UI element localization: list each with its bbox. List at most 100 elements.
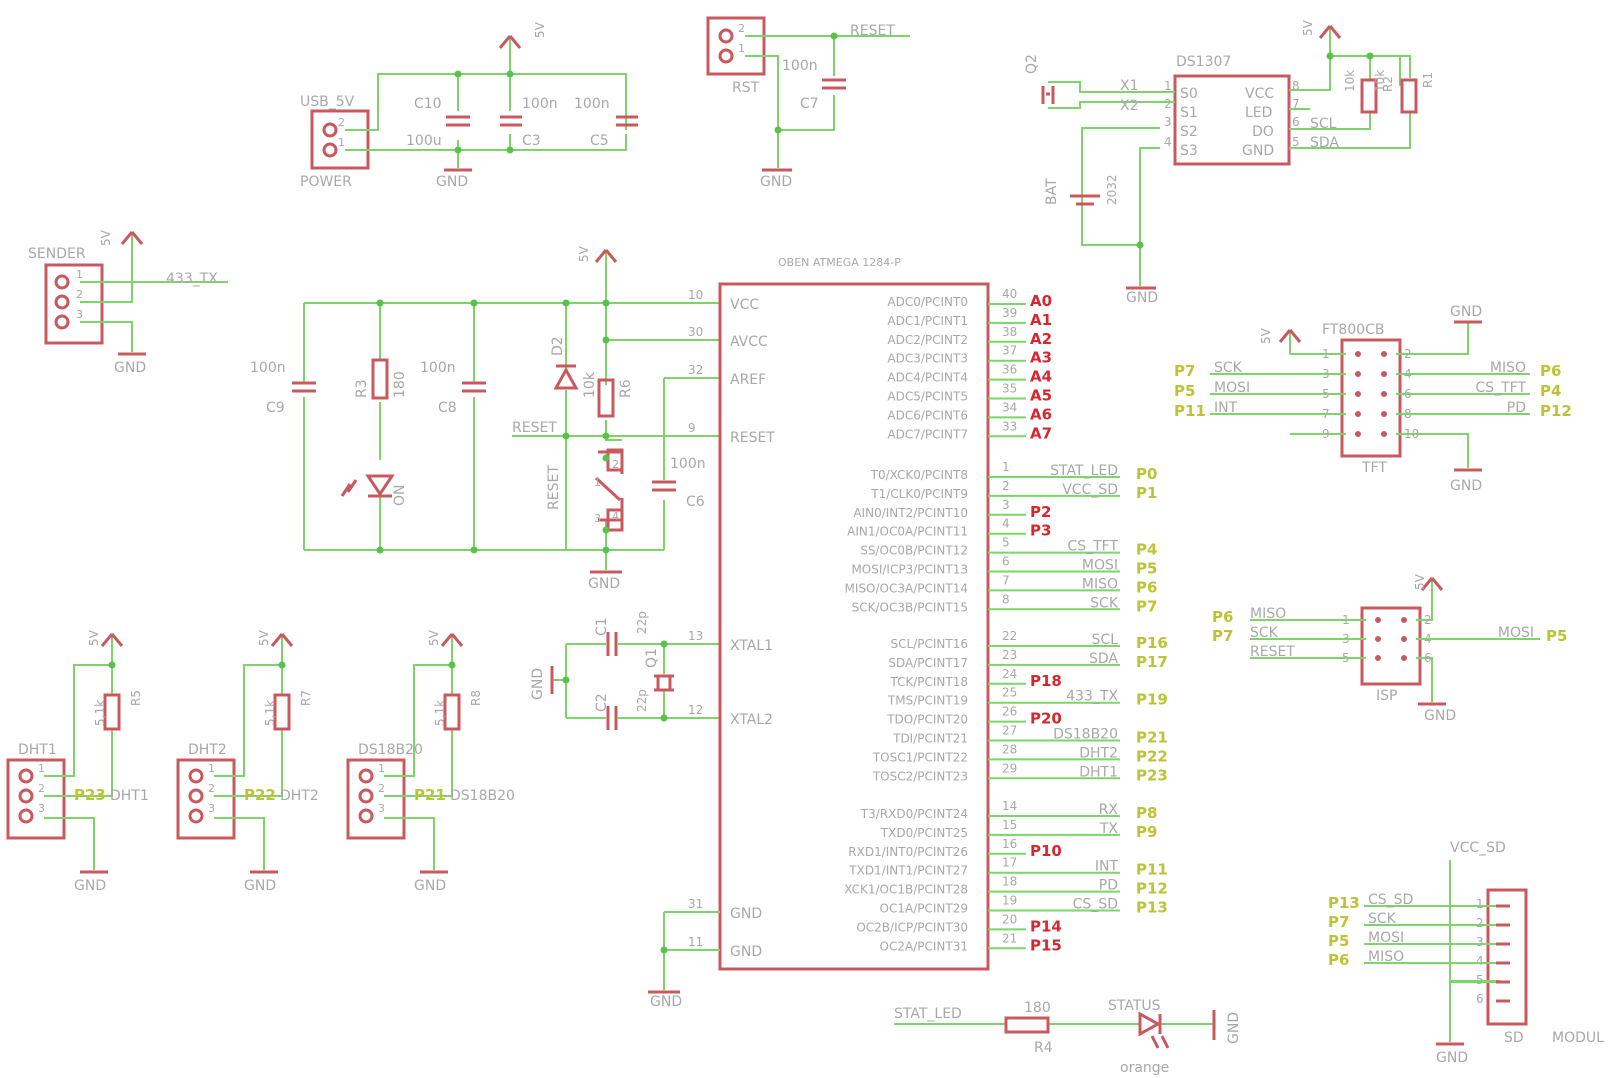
connector-pin bbox=[358, 768, 374, 784]
mcu-vcc: 5V bbox=[577, 245, 591, 262]
sensor-port-tag: P22 bbox=[244, 786, 276, 804]
rtc-batv: 2032 bbox=[1105, 174, 1119, 205]
header-pin-number: 9 bbox=[1322, 427, 1330, 441]
connector-pin-number: 2 bbox=[208, 782, 215, 795]
mcu-port-tag: A5 bbox=[1030, 387, 1052, 405]
header-pin bbox=[1381, 371, 1387, 377]
mcu-port-tag: A6 bbox=[1030, 405, 1052, 423]
rtc-pin-s2: S2 bbox=[1180, 124, 1198, 140]
sd-net-label: CS_SD bbox=[1368, 892, 1413, 908]
mcu-right-pin-number: 19 bbox=[1002, 894, 1017, 908]
header-net-label: INT bbox=[1214, 400, 1238, 416]
header-net-label: MOSI bbox=[1498, 625, 1534, 641]
mcu-right-pin-name: TDI/PCINT21 bbox=[892, 732, 968, 746]
sw-pin2: 2 bbox=[612, 458, 619, 471]
sw-pin4: 4 bbox=[612, 510, 619, 523]
svg-text:1: 1 bbox=[76, 268, 83, 281]
mcu-right-pin-name: TDO/PCINT20 bbox=[886, 713, 968, 727]
mcu-left-pin-number: 12 bbox=[688, 703, 703, 717]
header-net-label: RESET bbox=[1250, 644, 1295, 660]
sensor-wires bbox=[44, 634, 113, 870]
connector-pin bbox=[358, 788, 374, 804]
sw-pin3: 3 bbox=[594, 512, 601, 525]
mcu-right-pin-number: 21 bbox=[1002, 931, 1017, 945]
mcu-right-pin-number: 39 bbox=[1002, 306, 1017, 320]
sd-name: SD bbox=[1504, 1030, 1524, 1046]
mcu-right-pin-number: 6 bbox=[1002, 555, 1010, 569]
c8-value: 100n bbox=[420, 360, 456, 376]
mcu-left-pin-name: VCC bbox=[730, 297, 759, 313]
mcu-left-pin-number: 31 bbox=[688, 897, 703, 911]
c3-value: 100n bbox=[522, 96, 558, 112]
header-pin-number: 6 bbox=[1424, 651, 1432, 665]
header-port-tag: P4 bbox=[1540, 382, 1561, 400]
sensor-net-label: DHT2 bbox=[280, 788, 319, 804]
mcu-right-pin-name: TXD1/INT1/PCINT27 bbox=[848, 864, 968, 878]
rtc-pn4: 4 bbox=[1164, 135, 1172, 149]
mcu-right-pin-number: 29 bbox=[1002, 761, 1017, 775]
connector-pin-number: 1 bbox=[208, 762, 215, 775]
mcu-right-pin-name: OC2B/ICP/PCINT30 bbox=[856, 920, 968, 934]
mcu-right-pin-name: TMS/PCINT19 bbox=[887, 694, 968, 708]
mcu-left-pin-name: XTAL2 bbox=[730, 712, 773, 728]
mcu-port-tag: P8 bbox=[1136, 804, 1157, 822]
connector-pin bbox=[358, 808, 374, 824]
c9-name: C9 bbox=[266, 400, 285, 416]
sd-pin-number: 2 bbox=[1476, 916, 1484, 930]
sensor-wires bbox=[384, 634, 453, 870]
pwr-gnd: GND bbox=[588, 576, 620, 592]
tft-name: FT800CB bbox=[1322, 322, 1384, 338]
mcu-port-tag: P16 bbox=[1136, 634, 1168, 652]
mcu-port-tag: P3 bbox=[1030, 522, 1051, 540]
mcu-right-pin-name: ADC2/PCINT2 bbox=[887, 333, 968, 347]
mcu-left-pin-name: GND bbox=[730, 944, 762, 960]
sender-gnd: GND bbox=[114, 360, 146, 376]
sd-port-tag: P7 bbox=[1328, 913, 1349, 931]
status-led-block: STAT_LED 180 R4 STATUS orange GND bbox=[894, 998, 1242, 1076]
mcu-right-pin-name: ADC4/PCINT4 bbox=[887, 371, 968, 385]
sensor-power-symbols bbox=[80, 633, 124, 874]
mcu-net-label: DHT2 bbox=[1079, 745, 1118, 761]
mcu-right-pin-number: 22 bbox=[1002, 629, 1017, 643]
sd-net-label: MOSI bbox=[1368, 930, 1404, 946]
tft-vcc: 5V bbox=[1259, 327, 1273, 344]
resistor-value: 5,1k bbox=[93, 700, 107, 726]
mcu-title: OBEN ATMEGA 1284-P bbox=[778, 256, 901, 269]
mcu-net-label: SDA bbox=[1089, 651, 1118, 667]
mcu-gnd: GND bbox=[650, 994, 682, 1010]
junction bbox=[278, 661, 286, 669]
sensor-connector bbox=[6, 758, 66, 840]
mcu-right-pin-number: 36 bbox=[1002, 363, 1017, 377]
sender-net: 433_TX bbox=[166, 271, 218, 287]
mcu-right-pin-number: 5 bbox=[1002, 536, 1010, 550]
isp-name: ISP bbox=[1376, 688, 1397, 704]
mcu-left-pin-number: 10 bbox=[688, 288, 703, 302]
header-net-label: MISO bbox=[1490, 360, 1526, 376]
rtc-x2: X2 bbox=[1120, 98, 1139, 114]
mcu-net-label: 433_TX bbox=[1066, 689, 1118, 705]
mcu-right-pin-name: ADC0/PCINT0 bbox=[887, 295, 968, 309]
header-port-tag: P6 bbox=[1540, 362, 1561, 380]
mcu-port-tag: P23 bbox=[1136, 766, 1168, 784]
mcu-port-tag: P1 bbox=[1136, 484, 1157, 502]
svg-text:2: 2 bbox=[738, 22, 745, 35]
r6-name: R6 bbox=[618, 379, 634, 398]
mcu-port-tag: P14 bbox=[1030, 917, 1062, 935]
sensor-name: DHT1 bbox=[18, 742, 57, 758]
sd-port-tag: P5 bbox=[1328, 932, 1349, 950]
reset-header-block: RST 21 RESET 100n C7 GND bbox=[706, 16, 910, 190]
mcu-port-tag: P7 bbox=[1136, 597, 1157, 615]
mcu-right-pin-number: 23 bbox=[1002, 648, 1017, 662]
reset-switch: RESET bbox=[546, 465, 562, 510]
header-pin-number: 10 bbox=[1404, 427, 1419, 441]
c5-value: 100n bbox=[574, 96, 610, 112]
sensor-wires bbox=[214, 634, 283, 870]
header-pin bbox=[1381, 411, 1387, 417]
rtc-r1: R1 bbox=[1421, 72, 1435, 88]
mcu-right-pin-number: 27 bbox=[1002, 724, 1017, 738]
header-net-label: MOSI bbox=[1214, 380, 1250, 396]
rtc-pn6: 6 bbox=[1292, 115, 1300, 129]
